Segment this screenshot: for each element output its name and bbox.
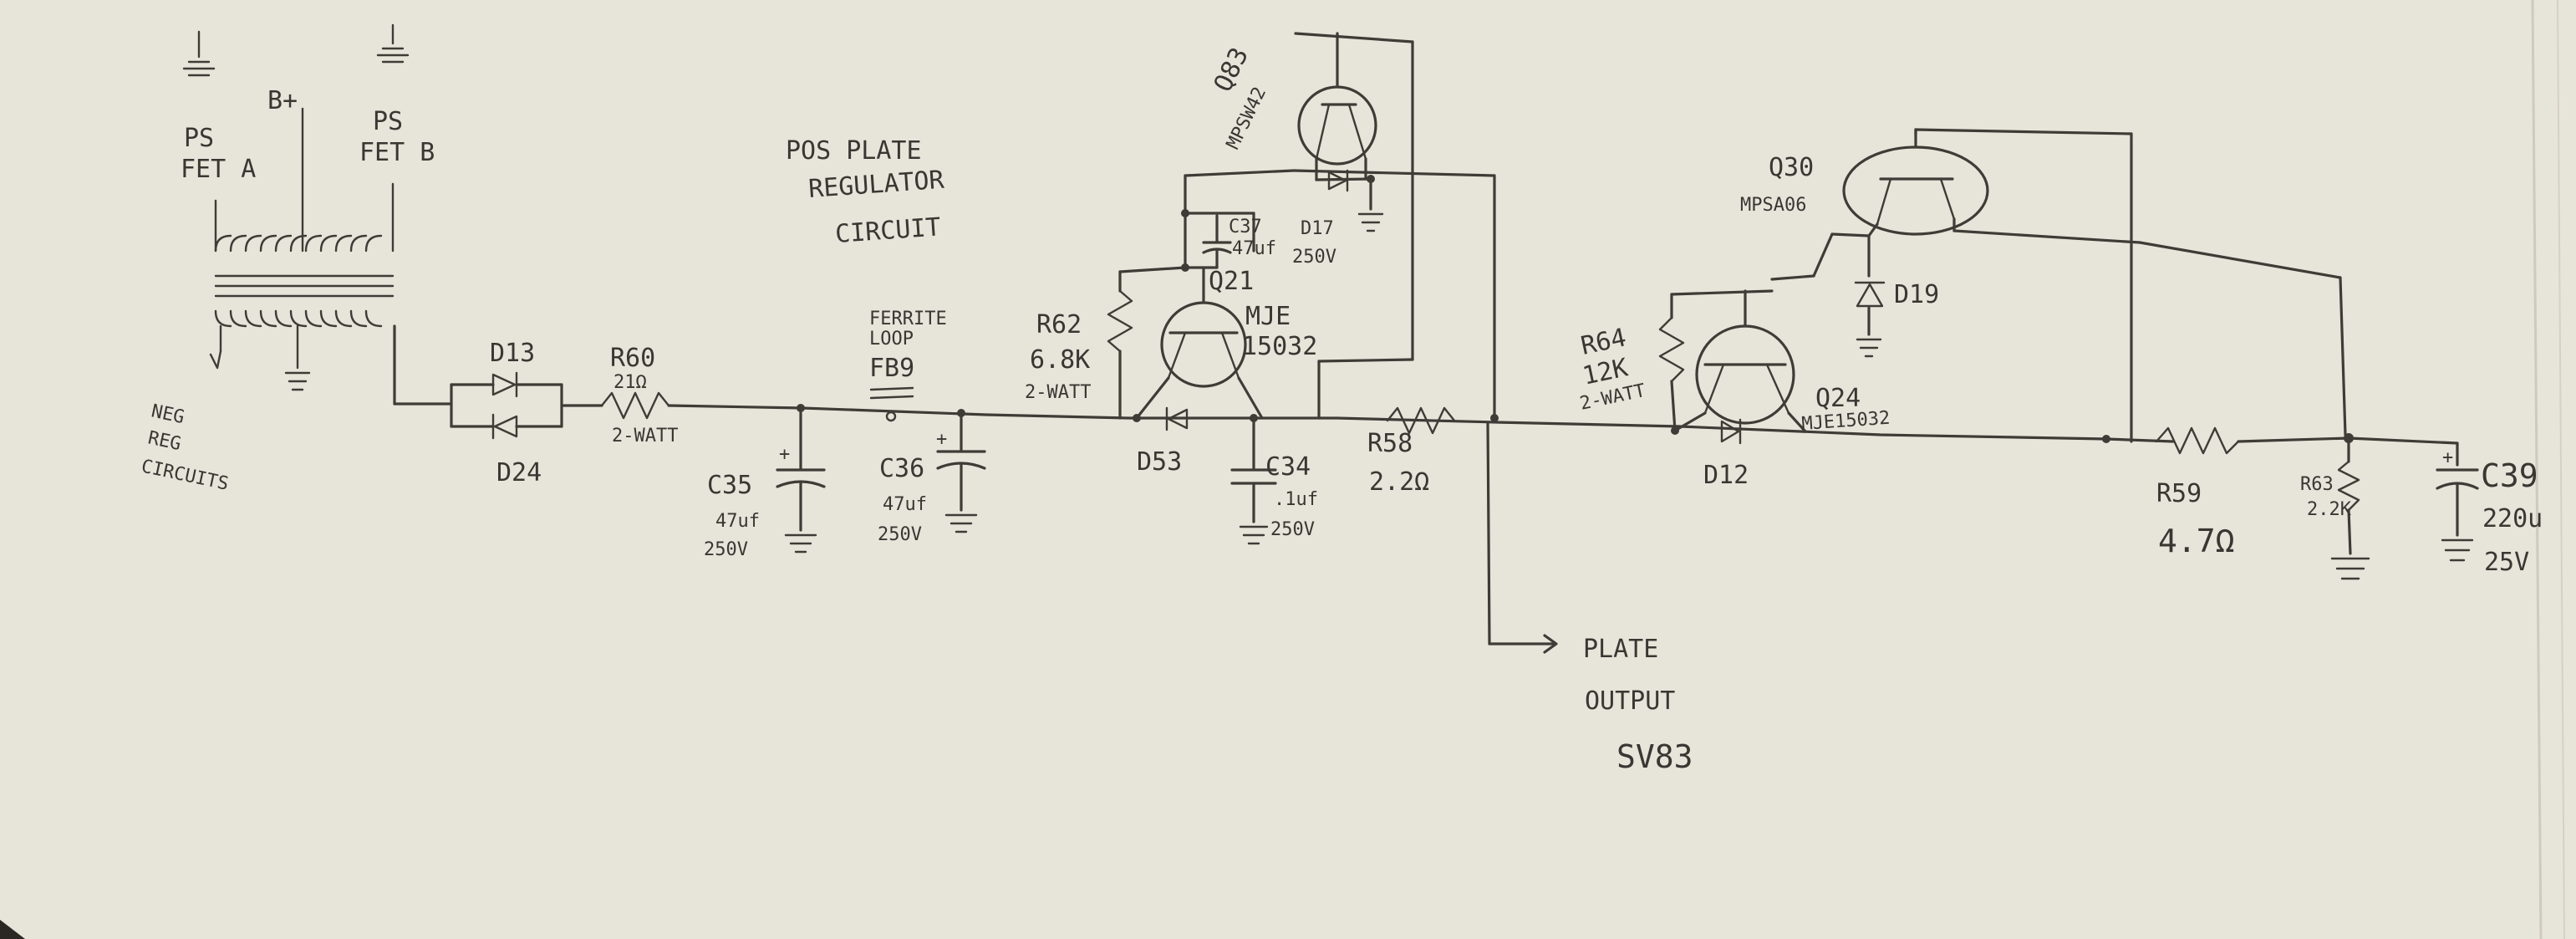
r60-name: R60 xyxy=(610,344,655,373)
ps-fet-a-label-2: FET A xyxy=(181,155,256,184)
title-line-1: POS PLATE xyxy=(786,136,922,166)
plate-output-line-3: SV83 xyxy=(1616,738,1693,775)
d19-label: D19 xyxy=(1894,280,1939,309)
ps-fet-b-symbol xyxy=(376,23,410,64)
c37-name: C37 xyxy=(1229,217,1262,237)
stage-1-wiring xyxy=(1107,32,1499,545)
ps-fet-b-label-1: PS xyxy=(373,107,403,136)
q24-name: Q24 xyxy=(1815,384,1861,413)
c36-plus: + xyxy=(936,429,947,450)
ps-fet-a-label-1: PS xyxy=(184,124,214,153)
stage-2-wiring xyxy=(1658,128,2479,580)
q21-name: Q21 xyxy=(1209,267,1254,296)
plate-output-line-2: OUTPUT xyxy=(1585,686,1675,716)
c34-value: .1uf xyxy=(1274,489,1318,510)
d24-label: D24 xyxy=(496,458,542,487)
paper-edge-right-2 xyxy=(2557,0,2565,939)
plate-output-line-1: PLATE xyxy=(1583,635,1658,664)
c34-name: C34 xyxy=(1265,452,1311,482)
d12-label: D12 xyxy=(1703,461,1749,490)
d17-label: D17 xyxy=(1301,218,1334,239)
q21-part-1: MJE xyxy=(1245,302,1291,331)
r58-name: R58 xyxy=(1367,429,1413,458)
fb9-ferrite xyxy=(869,386,914,422)
r60-rating: 2-WATT xyxy=(612,426,678,447)
r58-value: 2.2Ω xyxy=(1369,467,1429,497)
r63-name: R63 xyxy=(2300,474,2334,495)
c35-value: 47uf xyxy=(715,511,760,532)
c36-capacitor xyxy=(936,409,986,533)
ps-fet-a-symbol xyxy=(182,30,216,77)
fb9-line1: FERRITE xyxy=(869,309,947,329)
fb9-name: FB9 xyxy=(869,354,914,383)
c39-value: 220u xyxy=(2482,504,2543,533)
plate-output-wire xyxy=(1486,421,1558,654)
q30-name: Q30 xyxy=(1769,153,1814,182)
c36-rating: 250V xyxy=(878,524,922,545)
c36-name: C36 xyxy=(879,454,924,483)
c35-capacitor xyxy=(776,404,826,554)
r60-resistor xyxy=(600,391,670,420)
q30-part: MPSA06 xyxy=(1740,195,1806,216)
d53-label: D53 xyxy=(1137,447,1182,477)
r59-name: R59 xyxy=(2156,479,2202,508)
c36-value: 47uf xyxy=(883,494,927,515)
r62-name: R62 xyxy=(1036,310,1082,339)
r62-rating: 2-WATT xyxy=(1025,382,1091,403)
b-plus-label: B+ xyxy=(267,86,298,115)
c37-rating: 250V xyxy=(1292,247,1336,268)
r60-value: 21Ω xyxy=(613,372,647,393)
transformer xyxy=(209,107,453,406)
c34-rating: 250V xyxy=(1270,519,1315,540)
c35-name: C35 xyxy=(707,471,752,500)
main-bus-wire xyxy=(667,404,2175,443)
r63-value: 2.2K xyxy=(2307,499,2352,520)
c39-rating: 25V xyxy=(2484,548,2529,577)
r62-value: 6.8K xyxy=(1030,345,1090,375)
c39-name: C39 xyxy=(2481,457,2538,494)
r59-value: 4.7Ω xyxy=(2158,523,2235,559)
d13-d24-diodes xyxy=(450,371,603,440)
paper-edge-right xyxy=(2531,0,2543,939)
ps-fet-b-label-2: FET B xyxy=(359,138,435,167)
fb9-line2: LOOP xyxy=(869,329,914,350)
c39-plus: + xyxy=(2442,447,2453,468)
c35-rating: 250V xyxy=(704,539,748,560)
q21-part-2: 15032 xyxy=(1242,332,1317,361)
d13-label: D13 xyxy=(490,339,535,368)
c35-plus: + xyxy=(779,444,790,465)
c37-value: 47uf xyxy=(1232,238,1276,259)
